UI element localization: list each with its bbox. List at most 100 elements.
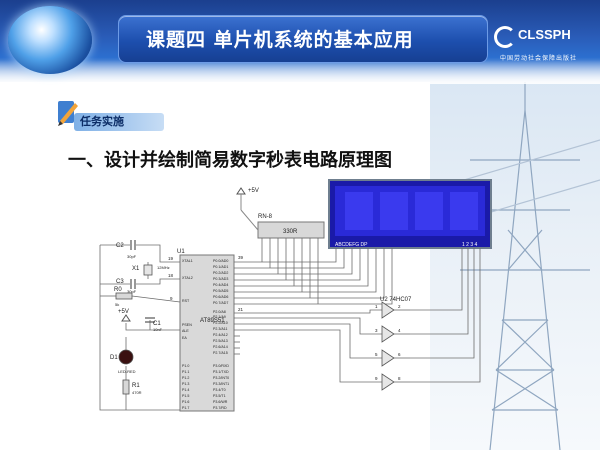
section-heading: 一、设计并绘制简易数字秒表电路原理图 [68,150,392,171]
schematic-label: P1.3 [182,382,189,386]
schematic-label: P3.6/WR [213,400,228,404]
resnet-value: 330R [283,229,298,235]
vcc-label-top: +5V [248,188,259,194]
schematic-label: PSEN [182,323,192,327]
display-digits [345,192,478,230]
c2-value: 30pF [127,254,137,259]
schematic-label: P2.5/A13 [213,339,228,343]
display-seg-pins: ABCDEFG DP [335,242,368,248]
c1-ref: C1 [153,321,161,327]
schematic-label: P0.6/AD6 [213,295,228,299]
capacitor-c3 [130,279,136,289]
c3-value: 30pF [127,289,137,294]
c2-ref: C2 [116,243,124,249]
schematic-label: P2.4/A12 [213,333,228,337]
task-badge: 任务实施 [74,113,164,131]
schematic-label: P3.4/T0 [213,388,226,392]
schematic-label: P2.2/A10 [213,321,228,325]
schematic-label: P0.2/AD2 [213,271,228,275]
globe-icon [8,6,92,74]
c1-value: 10nF [153,327,163,332]
pin-18-label: 18 [168,273,174,278]
schematic-label: P2.6/A14 [213,345,228,349]
logo-mark-icon [494,26,516,48]
schematic-label: P0.1/AD1 [213,265,228,269]
power-tower-background [429,70,600,450]
schematic-label: P0.3/AD3 [213,277,228,281]
pin-21-label: 21 [238,307,244,312]
r0-ref: R0 [114,287,122,293]
bus-wires-p0 [261,238,481,383]
schematic-label: 6 [398,352,401,357]
schematic-label: P3.3/INT1 [213,382,229,386]
schematic-label: RST [182,299,190,303]
u1-part: AT89S51 [200,318,225,324]
schematic-label: P1.4 [182,388,189,392]
p2-wires [234,309,382,383]
resnet-ref: RN-8 [258,214,273,220]
schematic-label: P2.0/A8 [213,310,226,314]
schematic-label: ALE [182,329,189,333]
r1-value: 470R [132,390,142,395]
schematic-label: 2 [398,304,401,309]
capacitor-c2 [130,240,136,250]
schematic-label: 3 [375,328,378,333]
pin-39-label: 39 [238,255,244,260]
capacitor-c1 [145,317,155,323]
schematic-label: P1.2 [182,376,189,380]
power-symbol-left [121,314,131,322]
schematic-label: EA [182,336,187,340]
d1-ref: D1 [110,355,118,361]
schematic-label: 5 [375,352,378,357]
u1-left-pin-labels: XTAL1 XTAL2 RST PSEN ALE EA P1.0 P1.1 P1… [182,259,193,410]
x1-value: 12MHz [157,265,170,270]
schematic-label: P2.3/A11 [213,327,228,331]
schematic-label: 4 [398,328,401,333]
schematic-label: XTAL1 [182,259,193,263]
u1-right-pin-labels: P0.0/AD0 P0.1/AD1 P0.2/AD2 P0.3/AD3 P0.4… [213,259,229,410]
d1-value: LED-RED [118,369,136,374]
header-sheen [0,60,600,84]
c3-ref: C3 [116,279,124,285]
schematic-label: P3.5/T1 [213,394,226,398]
schematic-label: P3.1/TXD [213,370,229,374]
resistor-r0 [115,292,133,300]
schematic-label: P3.7/RD [213,406,227,410]
schematic-label: P0.5/AD5 [213,289,228,293]
r1-ref: R1 [132,383,140,389]
mcu-at89s51 [179,254,235,412]
schematic-label: P1.5 [182,394,189,398]
logo-text: CLSSPH [518,27,571,42]
pin-19-label: 19 [168,256,174,261]
p0-pin-stubs [234,261,318,305]
publisher-logo: CLSSPH 中国劳动社会保障出版社 [490,22,596,68]
schematic-label: 8 [398,376,401,381]
schematic-label: 9 [375,376,378,381]
schematic-label: P3.2/INT0 [213,376,229,380]
display-digit-pins: 1 2 3 4 [462,242,478,248]
u2-ref: U2 74HC07 [380,297,412,303]
pen-icon [58,101,78,126]
schematic-label: P1.6 [182,400,189,404]
schematic-label: P0.0/AD0 [213,259,228,263]
schematic-label: P2.7/A15 [213,351,228,355]
u2-pin-numbers: 1 3 5 9 2 4 6 8 [375,304,401,381]
schematic-label: XTAL2 [182,276,193,280]
power-symbol-top [236,187,246,210]
schematic-label: P3.0/RXD [213,364,229,368]
schematic-label: P1.1 [182,370,189,374]
r0-value: 5k [115,302,119,307]
logo-subtitle: 中国劳动社会保障出版社 [500,55,578,62]
u2-buffers [381,301,395,391]
crystal-x1 [143,264,153,276]
x1-ref: X1 [132,266,140,272]
schematic-label: P2.1/A9 [213,315,226,319]
schematic-label: P1.0 [182,364,189,368]
schematic-label: 1 [375,304,378,309]
schematic-label: P1.7 [182,406,189,410]
schematic-label: P0.4/AD4 [213,283,228,287]
led-d1 [118,349,134,365]
title-bar [118,15,488,63]
u1-ref: U1 [177,249,185,255]
